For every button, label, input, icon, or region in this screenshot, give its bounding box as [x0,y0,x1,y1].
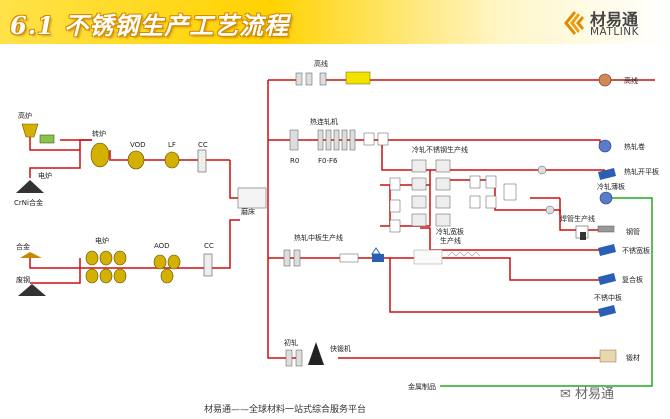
label-crni: CrNi合金 [14,198,43,207]
product-metal: 金属制品 [408,382,436,391]
chat-icon: ✉ [560,387,571,402]
label-rough-rolling: 初轧 [284,338,298,347]
label-high-furnace: 高炉 [18,111,32,120]
brand-name-cn: 材易通 [590,10,639,29]
label-wire-rod-mill: 高线 [314,59,328,68]
input-scrap: 废钢 [16,275,46,296]
input-alloy: 合金 [16,242,42,258]
mill-hot-plate: 热轧中板生产线 [283,233,481,267]
brand-name-en: MATLINK [590,26,640,38]
watermark: ✉ 材易通 [560,383,614,402]
label-cc1: CC [198,141,208,149]
label-product-hot-coil: 热轧卷 [624,142,645,151]
input-electric-furnace: 电炉 CrNi合金 [14,171,52,207]
product-ss-wide: 不锈宽板 [598,244,650,256]
label-grinding: 磨床 [241,207,255,216]
logo-icon [564,11,584,35]
label-electric-furnace: 电炉 [38,171,52,180]
label-r0: R0 [290,157,299,165]
label-converter: 转炉 [92,129,106,138]
stage-cc1: CC [197,141,208,173]
label-f0f6: F0-F6 [318,157,338,165]
label-cc2: CC [204,242,214,250]
label-product-metal: 金属制品 [408,382,436,391]
product-forged: 锻材 [599,349,640,363]
label-hot-mill: 热连轧机 [310,117,338,126]
footer-text: 材易通——全球材料一站式综合服务平台 [203,405,366,415]
product-hot-plate: 热轧开平板 [598,167,659,180]
label-product-composite: 复合板 [622,275,643,284]
mill-hot-strip: 热连轧机 R0 F0-F6 [289,117,389,165]
stage-cc2: CC [203,242,214,277]
footer: 材易通——全球材料一站式综合服务平台 [0,402,670,415]
label-vod: VOD [130,141,146,149]
header-bar [0,0,670,44]
stage-lf: LF [164,141,180,169]
label-alloy: 合金 [16,242,30,251]
mill-wire-rod: 高线 [295,59,371,86]
watermark-text: 材易通 [575,387,615,402]
label-product-hot-plate: 热轧开平板 [624,167,659,176]
product-wire: 高线 [598,73,638,87]
label-aod: AOD [154,242,170,250]
metal-flow-line [440,197,653,387]
product-hot-coil: 热轧卷 [598,139,645,153]
stage-grinding: 磨床 [237,187,267,216]
page-title: 6.1 不锈钢生产工艺流程 [10,11,290,40]
label-wide-strip-2: 生产线 [440,236,461,245]
label-product-pipe: 钢管 [626,227,640,236]
product-cold-sheet: 冷轧薄板 [597,182,625,205]
label-forging: 快锻机 [330,344,351,353]
mill-pipe-line: 焊管生产线 [560,214,595,240]
label-product-forged: 锻材 [626,353,640,362]
mill-cold-stainless: 冷轧不锈钢生产线 冷轧宽板 生产线 [389,145,555,245]
stage-vod: VOD [127,141,146,170]
label-lf: LF [168,141,176,149]
label-cold-mill: 冷轧不锈钢生产线 [412,145,468,154]
label-product-cold-sheet: 冷轧薄板 [597,182,625,191]
product-pipe: 钢管 [597,225,640,236]
stage-electric-furnace-bank: 电炉 [85,236,127,284]
stage-aod: AOD [153,242,181,284]
label-electric-furnace-2: 电炉 [95,236,109,245]
brand-logo: 材易通 MATLINK [560,6,666,42]
stage-converter: 转炉 [90,129,110,168]
label-scrap: 废钢 [16,275,30,284]
input-high-furnace: 高炉 [18,111,55,144]
label-product-ss-plate: 不锈中板 [594,293,622,302]
label-product-wire: 高线 [624,76,638,85]
product-ss-plate: 不锈中板 [594,293,622,317]
product-composite: 复合板 [598,273,643,285]
mill-forging: 初轧 快锻机 [284,338,351,367]
label-product-ss-wide: 不锈宽板 [622,246,650,255]
label-hot-plate-mill: 热轧中板生产线 [294,233,343,242]
label-wide-strip: 冷轧宽板 [436,227,464,236]
label-pipe-line: 焊管生产线 [560,214,595,223]
